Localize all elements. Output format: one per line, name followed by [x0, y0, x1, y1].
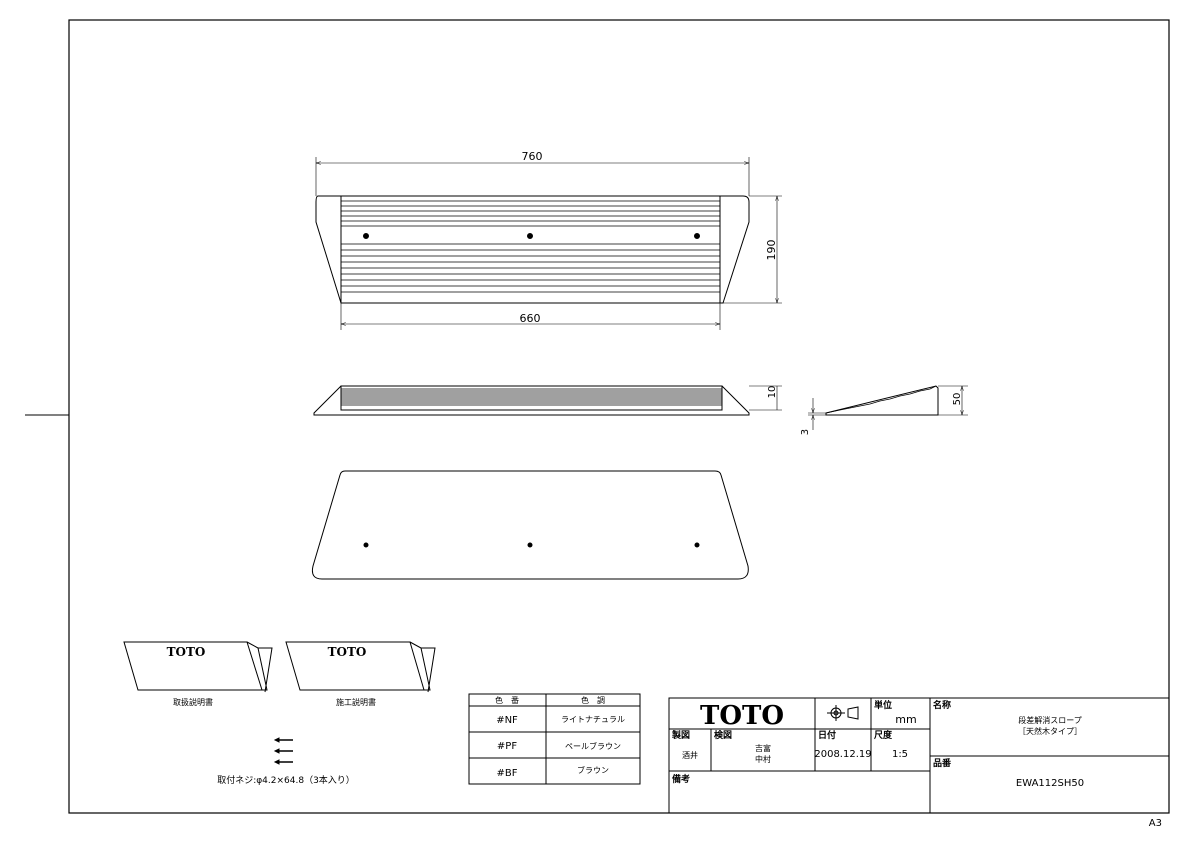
dim-660-label: 660	[520, 312, 541, 325]
bottom-view-outline	[311, 470, 749, 580]
dim-190-label: 190	[765, 240, 778, 261]
top-view	[315, 157, 782, 330]
instruction-manual	[123, 641, 273, 693]
installation-manual	[285, 641, 436, 693]
manual-logo: TOTO	[167, 645, 206, 659]
color-code: #PF	[497, 741, 517, 752]
color-tone-header: 色 調	[581, 695, 605, 705]
color-code-header: 色 番	[495, 695, 519, 705]
unit-value: mm	[895, 713, 916, 726]
scale-label: 尺度	[874, 729, 893, 741]
name-label: 名称	[933, 699, 951, 711]
screws-icon	[273, 737, 293, 765]
color-code: #NF	[496, 715, 518, 726]
wood-grooves	[341, 200, 720, 293]
color-tone: ブラウン	[577, 765, 609, 775]
drawn-value: 酒井	[682, 750, 698, 760]
date-value: 2008.12.19	[814, 749, 871, 760]
screw-hole	[527, 233, 533, 239]
drawn-label: 製図	[671, 729, 690, 741]
installation-manual-label: 施工説明書	[336, 697, 376, 707]
unit-label: 単位	[874, 699, 892, 711]
manual-logo: TOTO	[328, 645, 367, 659]
instruction-manual-label: 取扱説明書	[173, 697, 213, 707]
projection-symbol-icon	[827, 705, 859, 721]
checked-value-1: 吉富	[755, 743, 771, 753]
product-name-line2: ［天然木タイプ］	[1018, 726, 1082, 736]
screw-hole	[694, 542, 700, 548]
dim-10-label: 10	[767, 386, 778, 399]
date-label: 日付	[818, 729, 836, 741]
screw-hole	[527, 542, 533, 548]
dim-50-label: 50	[952, 393, 963, 406]
scale-value: 1:5	[892, 749, 908, 760]
product-name-line1: 段差解消スロープ	[1018, 715, 1082, 725]
dim-3-label: 3	[800, 429, 811, 435]
sheet-size-label: A3	[1149, 818, 1162, 829]
part-number-label: 品番	[933, 757, 952, 769]
bottom-view	[311, 470, 749, 580]
side-view-outline	[825, 385, 939, 416]
wood-panel	[340, 195, 721, 304]
color-code: #BF	[497, 768, 518, 779]
dim-760-label: 760	[522, 150, 543, 163]
front-view	[313, 385, 782, 416]
checked-label: 検図	[714, 729, 732, 741]
side-view	[808, 385, 968, 430]
color-table	[468, 693, 641, 785]
toto-logo: TOTO	[700, 701, 784, 731]
front-wood-panel	[340, 385, 723, 411]
screws-note: 取付ネジ:φ4.2×64.8（3本入り）	[217, 774, 355, 786]
remarks-label: 備考	[672, 773, 690, 785]
color-tone: ライトナチュラル	[561, 715, 625, 724]
checked-value-2: 中村	[755, 754, 771, 764]
screw-hole	[694, 233, 700, 239]
title-block	[668, 697, 1170, 814]
top-view-outline	[315, 195, 750, 304]
part-number-value: EWA112SH50	[1016, 778, 1084, 789]
screw-hole	[363, 542, 369, 548]
color-tone: ペールブラウン	[565, 741, 621, 751]
front-view-outline	[313, 385, 750, 416]
drawing-border	[68, 19, 1170, 814]
screw-hole	[363, 233, 369, 239]
